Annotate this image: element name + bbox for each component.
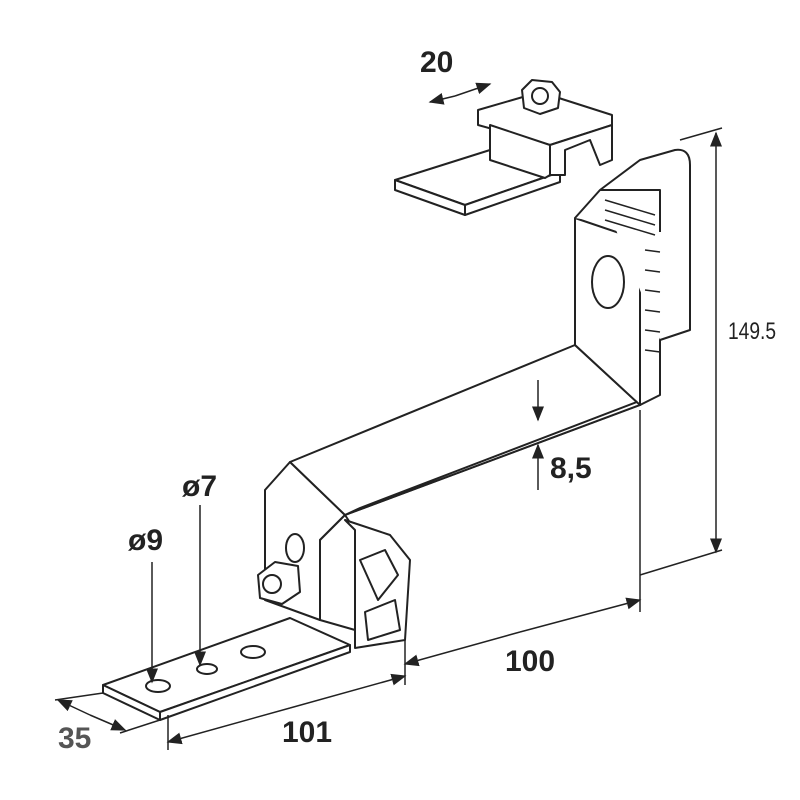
top-clamp	[394, 79, 613, 216]
dim-thickness: 8,5	[550, 452, 592, 485]
dim-hole-large: ø9	[128, 524, 164, 557]
dimension-lines	[54, 82, 723, 750]
hole-7	[196, 663, 218, 675]
upper-riser	[574, 148, 691, 406]
dim-reach: 100	[505, 645, 556, 678]
dim-base-length: 101	[282, 716, 333, 749]
base-plate	[102, 617, 351, 721]
dim-height: 149.5	[728, 318, 777, 345]
diagonal-arm	[289, 344, 656, 516]
hole-9	[145, 679, 171, 693]
dim-hole-small: ø7	[182, 470, 218, 503]
dim-clamp-width: 20	[420, 46, 454, 79]
dim-base-width: 35	[58, 722, 92, 755]
lower-riser	[257, 461, 411, 649]
